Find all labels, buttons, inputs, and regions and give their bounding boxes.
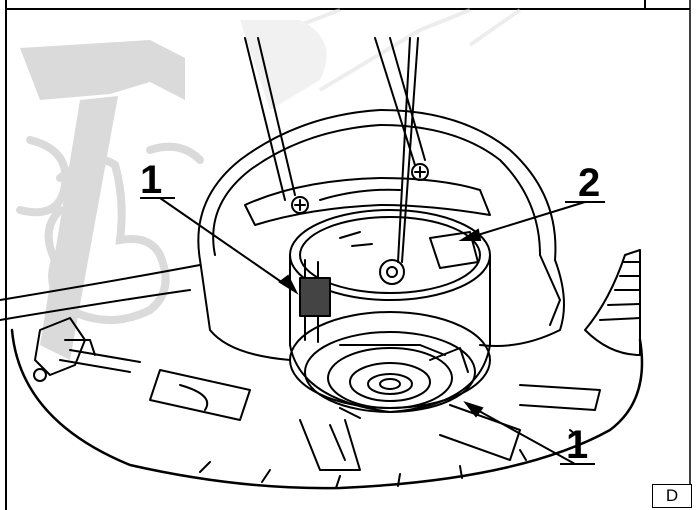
- callout-label-left: 1: [140, 158, 162, 202]
- page-letter: D: [665, 486, 679, 505]
- callout-label-right-top: 2: [578, 161, 600, 205]
- callout-lines: [140, 197, 605, 465]
- page-letter-box: D: [652, 484, 692, 508]
- trimmer-head-drawing: [0, 37, 644, 490]
- watermark-logo: [16, 8, 522, 360]
- callout-label-right-bottom: 1: [566, 423, 588, 467]
